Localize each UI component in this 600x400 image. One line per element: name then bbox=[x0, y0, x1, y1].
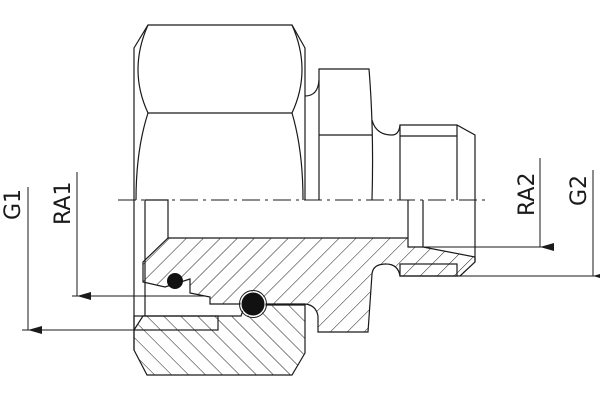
nut-bore bbox=[144, 199, 169, 316]
label-g1: G1 bbox=[1, 189, 26, 220]
dimension-g1: G1 bbox=[1, 187, 218, 334]
label-ra2: RA2 bbox=[515, 173, 540, 216]
thread-g2 bbox=[399, 263, 458, 277]
dimension-ra1: RA1 bbox=[51, 172, 205, 300]
large-o-ring bbox=[240, 291, 266, 317]
spigot-end bbox=[399, 124, 476, 262]
spigot-groove bbox=[371, 119, 401, 136]
neck-groove bbox=[304, 79, 320, 97]
label-ra1: RA1 bbox=[51, 182, 76, 225]
label-g2: G2 bbox=[567, 175, 592, 206]
dimension-ra2: RA2 bbox=[408, 158, 554, 251]
small-hex bbox=[318, 68, 374, 201]
small-o-ring bbox=[167, 273, 183, 289]
dimension-g2: G2 bbox=[460, 170, 600, 280]
large-hex-nut bbox=[133, 24, 306, 201]
